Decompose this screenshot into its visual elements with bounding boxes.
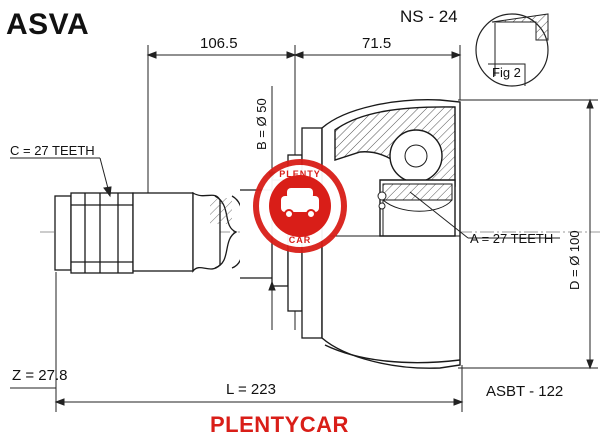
- diameter-d-label: D = Ø 100: [567, 230, 582, 290]
- footer-brand: PLENTYCAR: [210, 412, 349, 437]
- stamp-bottom-text: CAR: [289, 235, 312, 245]
- outer-spline-label: C = 27 TEETH: [10, 143, 95, 158]
- stub-shaft: [54, 189, 279, 279]
- dimension-diameter-d: [458, 98, 598, 370]
- plentycar-stamp: PLENTY CAR: [253, 159, 347, 253]
- length-2-label: 71.5: [362, 35, 392, 52]
- diameter-b-label: B = Ø 50: [254, 98, 269, 150]
- brand-title: ASVA: [6, 8, 90, 41]
- stamp-top-text: PLENTY: [279, 169, 321, 179]
- total-length-label: L = 223: [226, 381, 276, 398]
- leader-c: [10, 157, 112, 198]
- bell-housing: [321, 99, 461, 369]
- fig-label: Fig 2: [492, 65, 521, 80]
- part-code: NS - 24: [400, 7, 458, 26]
- inner-spline-label: A = 27 TEETH: [470, 231, 554, 246]
- abs-code-label: ASBT - 122: [486, 383, 564, 400]
- dimension-length-1: [146, 45, 297, 205]
- shaft-hatch-band: [210, 198, 232, 224]
- fig2-detail: [475, 13, 549, 87]
- length-1-label: 106.5: [200, 35, 238, 52]
- leader-a: [377, 191, 560, 239]
- dimension-length-2: [293, 45, 462, 330]
- z-label: Z = 27.8: [12, 367, 68, 384]
- dimension-total-length: [54, 272, 464, 412]
